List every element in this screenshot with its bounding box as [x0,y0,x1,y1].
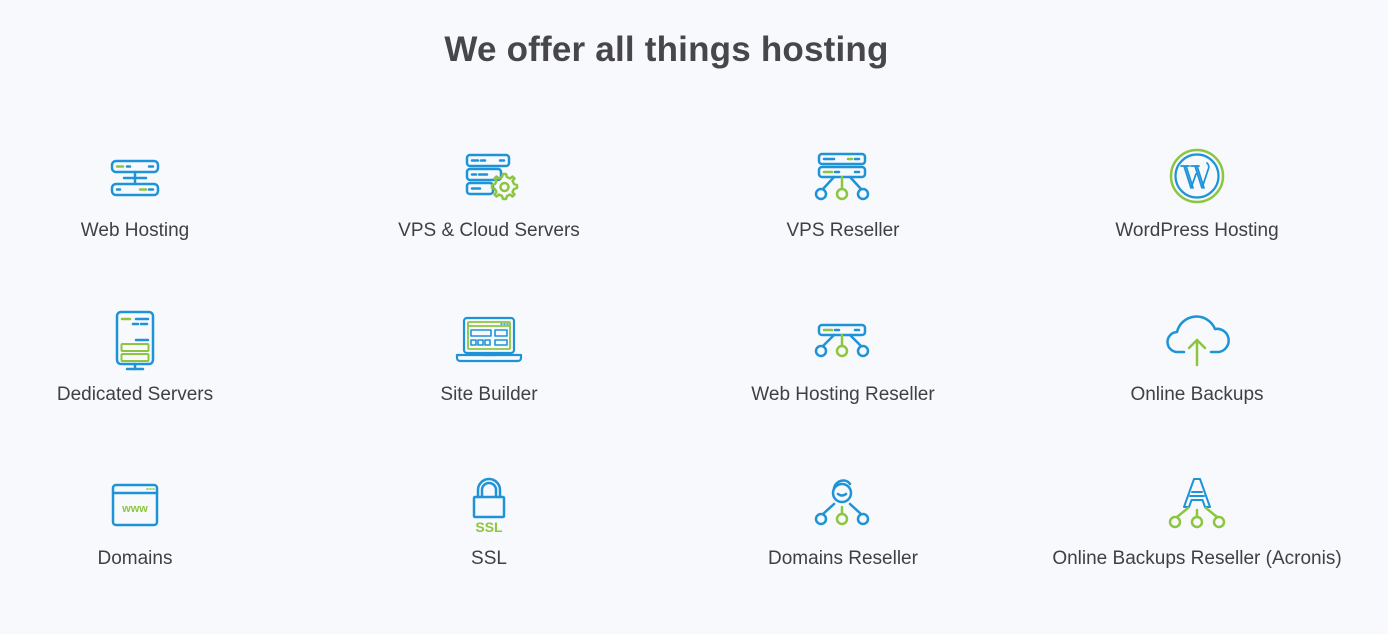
service-label: Online Backups Reseller (Acronis) [1052,548,1342,569]
service-label: WordPress Hosting [1115,220,1279,241]
service-domains-reseller[interactable]: Domains Reseller [666,474,1020,594]
www-browser-icon: www [100,474,170,534]
server-stack-icon [100,146,170,206]
service-label: Domains [97,548,173,569]
service-label: Domains Reseller [768,548,918,569]
service-domains[interactable]: www Domains [0,474,312,594]
service-label: VPS Reseller [786,220,900,241]
service-label: Online Backups [1130,384,1264,405]
svg-text:SSL: SSL [475,519,503,535]
service-wordpress-hosting[interactable]: WordPress Hosting [1020,146,1374,266]
wordpress-icon [1162,146,1232,206]
service-label: Web Hosting Reseller [751,384,935,405]
ssl-lock-icon: SSL [454,474,524,535]
single-server-network-icon [808,310,878,370]
section-title: We offer all things hosting [444,30,889,69]
laptop-builder-icon [454,310,524,370]
service-label: SSL [471,548,507,569]
service-label: VPS & Cloud Servers [398,220,580,241]
service-web-hosting[interactable]: Web Hosting [0,146,312,266]
service-vps-reseller[interactable]: VPS Reseller [666,146,1020,266]
service-label: Web Hosting [80,220,190,241]
service-site-builder[interactable]: Site Builder [312,310,666,430]
service-label: Site Builder [440,384,538,405]
service-online-backups-reseller[interactable]: Online Backups Reseller (Acronis) [1020,474,1374,594]
user-network-icon [808,474,878,534]
service-ssl[interactable]: SSL SSL [312,474,666,594]
svg-text:www: www [121,503,148,515]
service-dedicated-servers[interactable]: Dedicated Servers [0,310,312,430]
acronis-network-icon [1162,474,1232,534]
dedicated-server-icon [100,310,170,371]
cloud-upload-icon [1162,310,1232,370]
server-gear-icon [454,146,524,206]
service-online-backups[interactable]: Online Backups [1020,310,1374,430]
service-label: Dedicated Servers [56,384,214,405]
server-network-icon [808,146,878,206]
service-web-hosting-reseller[interactable]: Web Hosting Reseller [666,310,1020,430]
service-vps-cloud-servers[interactable]: VPS & Cloud Servers [312,146,666,266]
